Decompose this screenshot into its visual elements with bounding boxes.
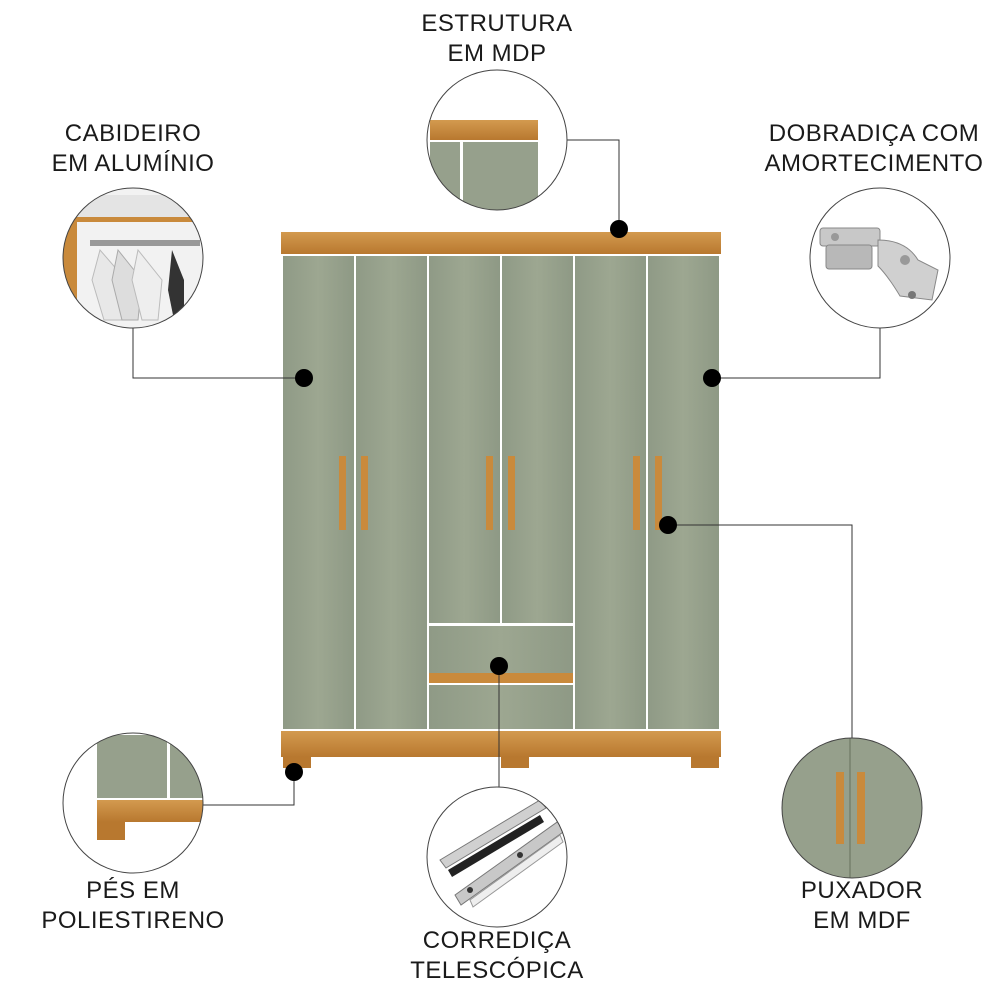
label-corredica-line2: TELESCÓPICA	[410, 957, 584, 984]
line-cabideiro	[132, 328, 304, 379]
label-puxador: PUXADOR EM MDF	[762, 876, 962, 936]
dot-estrutura	[610, 220, 628, 238]
handle	[339, 456, 346, 530]
wardrobe	[281, 232, 721, 768]
handle	[508, 456, 515, 530]
handle	[486, 456, 493, 530]
handle	[655, 456, 662, 530]
label-dobradica: DOBRADIÇA COM AMORTECIMENTO	[750, 119, 998, 179]
dot-dobradica	[703, 369, 721, 387]
label-estrutura-line2: EM MDP	[447, 40, 547, 67]
handle	[633, 456, 640, 530]
connector-lines	[132, 139, 881, 806]
label-pes: PÉS EM POLIESTIRENO	[33, 876, 233, 936]
label-estrutura: ESTRUTURA EM MDP	[397, 9, 597, 69]
line-puxador	[668, 524, 853, 738]
door-3	[429, 256, 500, 623]
detail-puxador	[781, 737, 923, 879]
label-pes-line1: PÉS EM	[86, 877, 180, 904]
handle	[361, 456, 368, 530]
detail-pes	[62, 732, 204, 874]
dot-cabideiro	[295, 369, 313, 387]
label-estrutura-line1: ESTRUTURA	[421, 10, 573, 37]
dot-corredica	[490, 657, 508, 675]
marker-dots	[285, 220, 721, 781]
label-dobradica-line1: DOBRADIÇA COM	[768, 120, 980, 147]
foot-right	[691, 757, 719, 768]
foot-middle	[501, 757, 529, 768]
label-cabideiro: CABIDEIRO EM ALUMÍNIO	[33, 119, 233, 179]
detail-dobradica	[809, 187, 951, 329]
base-panel	[281, 731, 721, 757]
label-puxador-line2: EM MDF	[813, 907, 911, 934]
label-corredica-line1: CORREDIÇA	[422, 927, 572, 954]
detail-estrutura	[426, 69, 568, 211]
drawer-pull	[429, 673, 573, 683]
detail-cabideiro	[62, 187, 204, 329]
foot-left	[283, 757, 311, 768]
line-pes	[203, 772, 295, 806]
label-dobradica-line2: AMORTECIMENTO	[764, 150, 984, 177]
drawer-lower	[429, 685, 573, 729]
label-puxador-line1: PUXADOR	[800, 877, 924, 904]
dot-pes	[285, 763, 303, 781]
top-panel	[281, 232, 721, 254]
door-4	[502, 256, 573, 623]
line-estrutura	[567, 139, 620, 228]
detail-corredica	[426, 786, 568, 928]
line-dobradica	[712, 328, 881, 379]
label-cabideiro-line1: CABIDEIRO	[64, 120, 202, 147]
hanging-clothes	[91, 248, 184, 321]
label-corredica: CORREDIÇA TELESCÓPICA	[397, 926, 597, 986]
slide-rail-icon	[439, 799, 567, 908]
label-cabideiro-line2: EM ALUMÍNIO	[51, 150, 215, 177]
dot-puxador	[659, 516, 677, 534]
hinge-icon	[819, 227, 939, 301]
label-pes-line2: POLIESTIRENO	[41, 907, 225, 934]
